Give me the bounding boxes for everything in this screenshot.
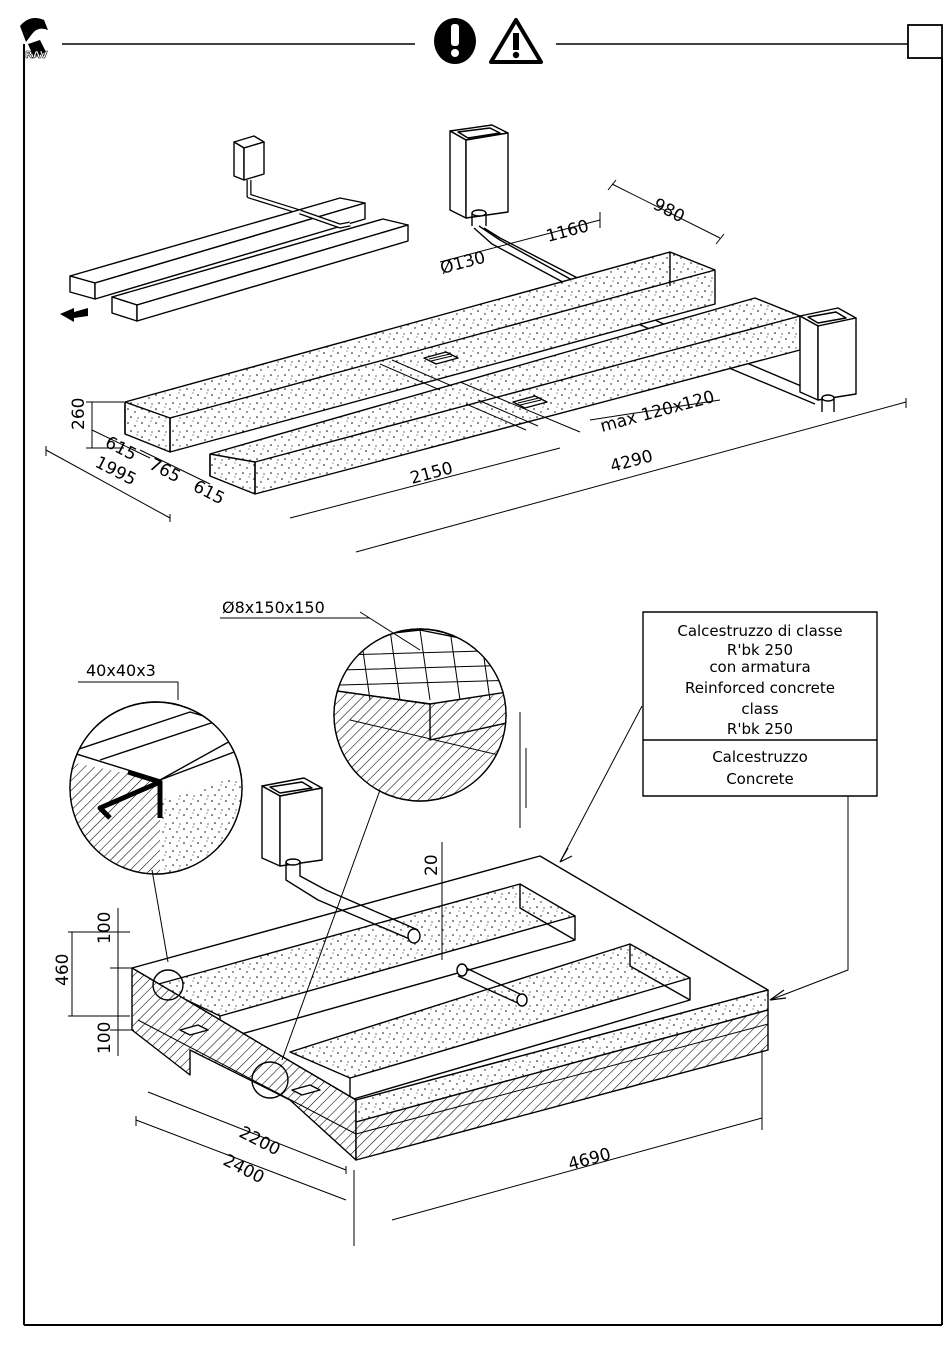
angle-label: 40x40x3 (86, 661, 156, 680)
rav-logo-icon: RAV (20, 18, 48, 61)
dim-diameter-130: Ø130 (438, 248, 487, 279)
dim-2150: 2150 (408, 458, 455, 489)
mesh-label: Ø8x150x150 (222, 598, 325, 617)
dim-765: 765 (146, 455, 184, 488)
legend-reinforced-line-6: R'bk 250 (727, 720, 793, 738)
legend-reinforced-line-2: R'bk 250 (727, 641, 793, 659)
arrow-icon (60, 308, 88, 322)
small-sketch (60, 136, 408, 322)
top-diagram (46, 125, 906, 552)
legend-concrete-line-1: Calcestruzzo (712, 748, 808, 766)
dim-4690: 4690 (566, 1144, 613, 1175)
dim-260: 260 (69, 398, 89, 430)
dim-100-top: 100 (95, 912, 115, 944)
dim-100-bottom: 100 (95, 1022, 115, 1054)
legend-reinforced-line-4: Reinforced concrete (685, 679, 835, 697)
page-number-box (908, 25, 942, 58)
dim-980: 980 (650, 195, 688, 228)
dim-1160: 1160 (544, 216, 591, 247)
legend-concrete-line-2: Concrete (726, 770, 794, 788)
dim-460: 460 (53, 954, 73, 986)
dim-2400: 2400 (220, 1151, 268, 1188)
mandatory-exclamation-icon (434, 18, 476, 64)
legend-reinforced-line-1: Calcestruzzo di classe (677, 622, 842, 640)
control-column-right (800, 308, 856, 412)
legend-reinforced-line-5: class (741, 700, 778, 718)
dim-2200: 2200 (236, 1123, 284, 1160)
dim-20: 20 (422, 854, 442, 876)
svg-text:RAV: RAV (25, 50, 48, 61)
legend-reinforced-line-3: con armatura (709, 658, 810, 676)
warning-triangle-icon (491, 20, 541, 62)
